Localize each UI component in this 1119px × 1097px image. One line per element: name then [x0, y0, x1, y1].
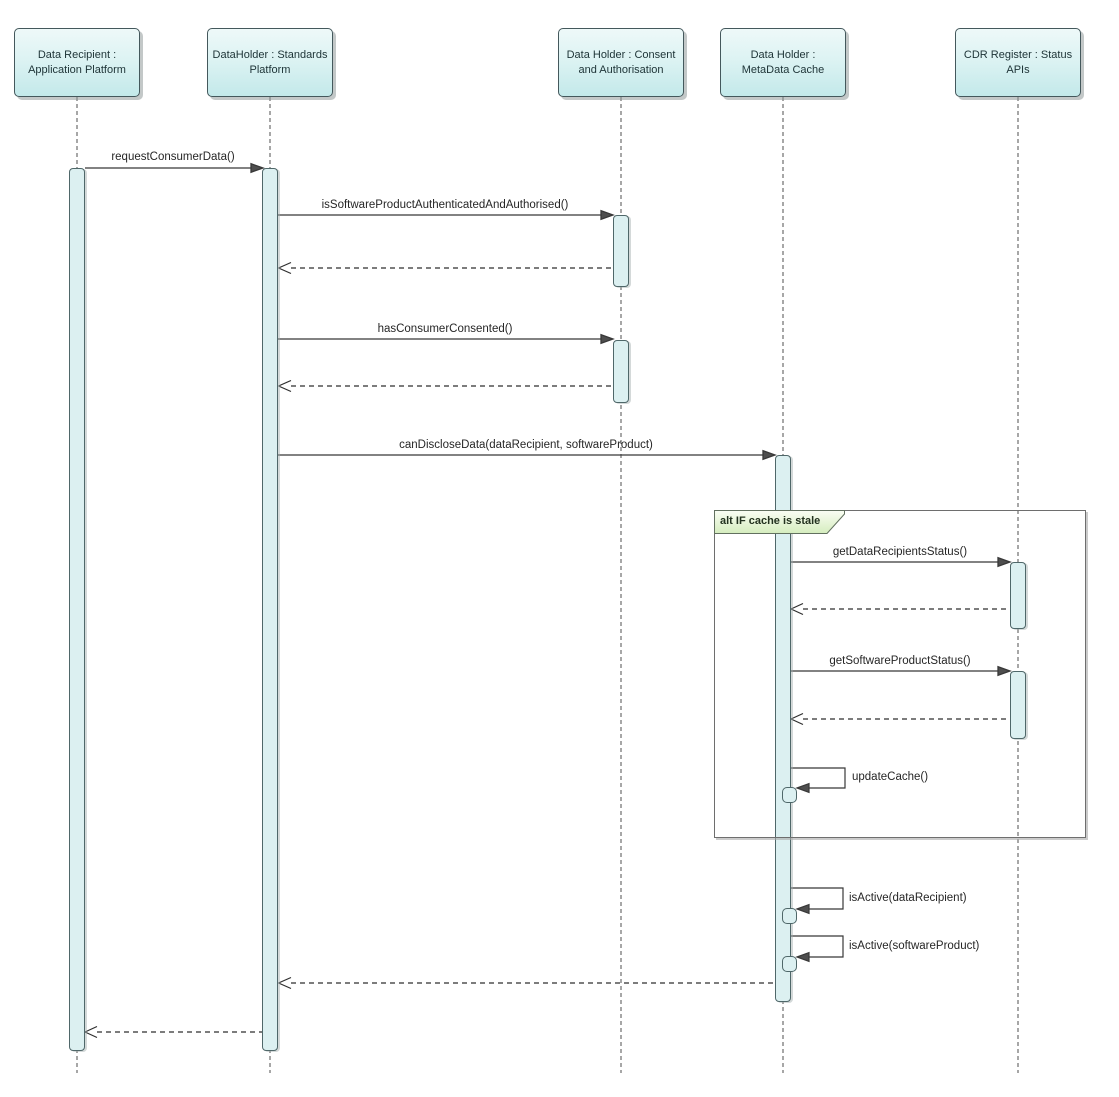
- nested-activation-isActive-dataRecipient: [782, 908, 797, 924]
- activation-cdr-register-1: [1010, 562, 1026, 629]
- activation-cdr-register-2: [1010, 671, 1026, 739]
- lifeline-head-metadata-cache: Data Holder : MetaData Cache: [720, 28, 846, 97]
- lifeline-head-label: Data Holder : Consent: [566, 48, 676, 61]
- self-message-isActive-softwareProduct: [791, 935, 844, 963]
- lifeline-head-label: Data Holder :: [750, 48, 816, 61]
- activation-consent-auth-1: [613, 215, 629, 287]
- message-label-isActive-dataRecipient: isActive(dataRecipient): [849, 892, 967, 904]
- activation-consent-auth-2: [613, 340, 629, 403]
- message-arrow-hasConsumerConsented: [278, 333, 615, 345]
- lifeline-head-consent-authorisation: Data Holder : Consent and Authorisation: [558, 28, 684, 97]
- message-label-canDiscloseData: canDiscloseData(dataRecipient, softwareP…: [399, 439, 653, 451]
- message-label-isSoftwareProductAuthenticatedAndAuthorised: isSoftwareProductAuthenticatedAndAuthori…: [321, 199, 569, 211]
- lifeline-head-label: CDR Register : Status: [963, 48, 1073, 61]
- lifeline-head-label: MetaData Cache: [741, 63, 825, 76]
- return-arrow-to-standards-1: [278, 261, 613, 275]
- lifeline-head-label: DataHolder : Standards: [212, 48, 328, 61]
- message-label-updateCache: updateCache(): [852, 771, 929, 783]
- lifeline-head-label: and Authorisation: [578, 63, 664, 76]
- activation-dataholder-standards: [262, 168, 278, 1051]
- message-label-hasConsumerConsented: hasConsumerConsented(): [377, 323, 513, 335]
- return-arrow-to-standards-final: [278, 976, 775, 990]
- message-arrow-requestConsumerData: [85, 162, 265, 174]
- return-arrow-to-metadata-cache-2: [790, 712, 1010, 726]
- self-message-updateCache: [791, 767, 846, 794]
- message-label-getDataRecipientsStatus: getDataRecipientsStatus(): [832, 546, 968, 558]
- self-message-isActive-dataRecipient: [791, 887, 844, 915]
- lifeline-head-label: APIs: [1006, 63, 1030, 76]
- message-arrow-getDataRecipientsStatus: [791, 556, 1012, 568]
- message-label-requestConsumerData: requestConsumerData(): [111, 151, 235, 163]
- nested-activation-updateCache: [782, 787, 797, 803]
- lifeline-head-label: Application Platform: [28, 63, 126, 76]
- message-arrow-getSoftwareProductStatus: [791, 665, 1012, 677]
- activation-data-recipient: [69, 168, 85, 1051]
- lifeline-head-cdr-register: CDR Register : Status APIs: [955, 28, 1081, 97]
- activation-metadata-cache: [775, 455, 791, 1002]
- lifeline-head-label: Platform: [249, 63, 291, 76]
- message-arrow-canDiscloseData: [278, 449, 777, 461]
- message-label-getSoftwareProductStatus: getSoftwareProductStatus(): [829, 655, 971, 667]
- message-label-isActive-softwareProduct: isActive(softwareProduct): [849, 940, 980, 952]
- lifeline-head-label: Data Recipient :: [37, 48, 117, 61]
- return-arrow-to-standards-2: [278, 379, 613, 393]
- message-arrow-isSoftwareProductAuthenticatedAndAuthorised: [278, 209, 615, 221]
- return-arrow-to-metadata-cache-1: [790, 602, 1010, 616]
- alt-fragment-label: alt IF cache is stale: [714, 510, 845, 534]
- return-arrow-to-data-recipient-final: [84, 1025, 262, 1039]
- nested-activation-isActive-softwareProduct: [782, 956, 797, 972]
- lifeline-head-data-recipient: Data Recipient : Application Platform: [14, 28, 140, 97]
- lifeline-head-dataholder-standards: DataHolder : Standards Platform: [207, 28, 333, 97]
